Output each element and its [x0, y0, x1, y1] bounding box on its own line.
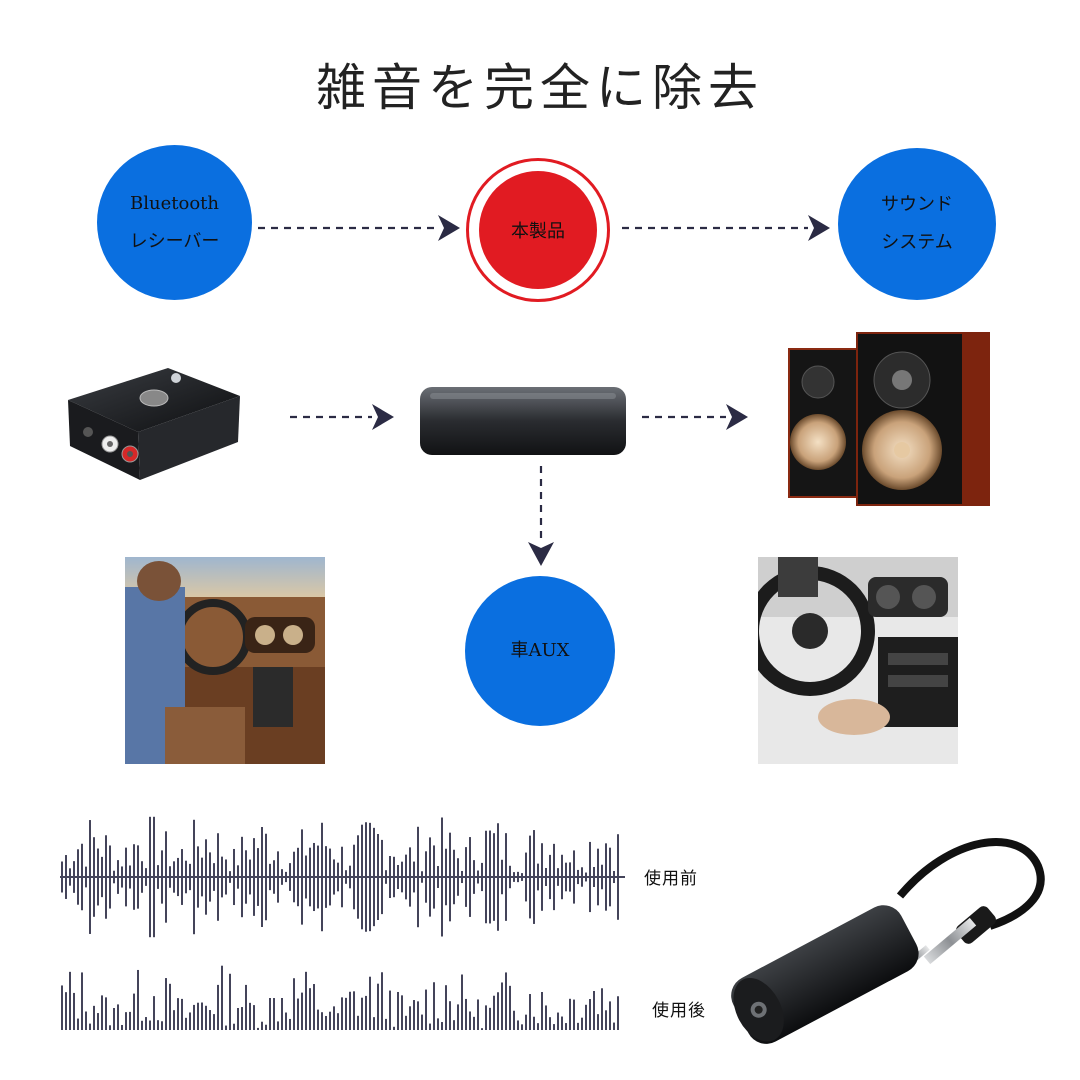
sound-system-node: サウンド システム: [838, 148, 996, 300]
page-title: 雑音を完全に除去: [316, 59, 764, 117]
sound-system-label-1: サウンド: [881, 194, 953, 215]
sound-system-label-2: システム: [881, 232, 953, 253]
bluetooth-receiver-label-2: レシーバー: [129, 230, 220, 252]
car-interior-photo-right: [758, 557, 958, 764]
arrow-row2-left: [290, 404, 394, 430]
speakers-image: [788, 332, 990, 506]
arrow-row1-left: [258, 215, 460, 241]
car-aux-label: 車AUX: [510, 640, 570, 661]
bluetooth-receiver-image: [68, 368, 240, 480]
waveform-before: [60, 816, 625, 938]
product-label: 本製品: [511, 221, 565, 242]
waveform-before-label: 使用前: [644, 869, 698, 889]
arrow-down: [528, 466, 554, 566]
product-with-cable-image: [731, 838, 1045, 1044]
arrow-row1-right: [622, 215, 830, 241]
product-core: 本製品: [479, 171, 597, 289]
bluetooth-receiver-label-1: Bluetooth: [130, 192, 219, 214]
car-interior-photo-left: [125, 557, 325, 764]
waveform-after: [61, 965, 619, 1030]
arrow-row2-right: [642, 404, 748, 430]
waveform-after-label: 使用後: [652, 1001, 706, 1021]
bluetooth-receiver-node: Bluetooth レシーバー: [97, 145, 252, 300]
car-aux-node: 車AUX: [465, 576, 615, 726]
noise-isolator-image: [420, 387, 626, 455]
product-node: 本製品: [466, 158, 610, 302]
